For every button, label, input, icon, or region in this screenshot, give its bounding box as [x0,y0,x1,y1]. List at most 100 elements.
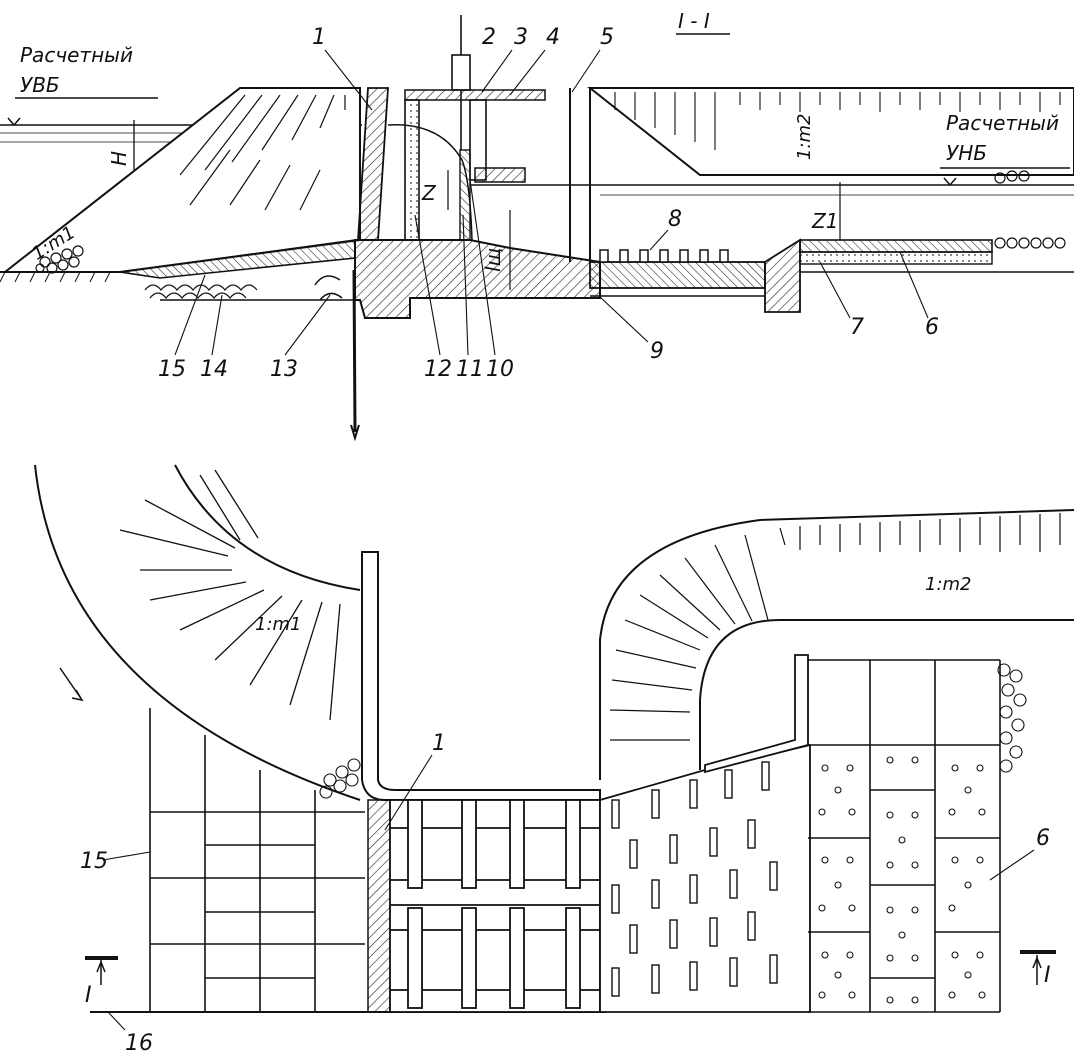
downstream-embankment-hatching [614,92,1061,150]
plan-dissipator-blocks-part [747,911,756,941]
plan-downstream-riprap-part [999,731,1013,745]
plan-leader-1 [384,754,433,831]
apron-drain-holes-part [964,971,972,979]
gate-bays-part [407,799,423,889]
upstream-level-label-2: УВБ [20,73,60,97]
apron-drain-holes-part [886,906,894,914]
ground-hatch-left-part [14,271,21,283]
downstream-cone-hatching-part [615,649,697,669]
leader-15 [174,274,206,356]
upstream-riprap-part [39,256,51,268]
leader-13 [284,294,331,356]
plan-upstream-slope-label: 1:m1 [255,614,302,635]
callout-4: 4 [546,25,560,50]
apron-drain-holes-part [846,951,854,959]
downstream-cone-hatching-part [684,557,736,625]
anchor-13 [314,275,343,301]
upstream-embankment-hatching-part [179,94,246,176]
downstream-cone-outer [599,509,1074,780]
breast-wall [474,167,526,183]
upstream-riprap-part [57,259,69,271]
plan-dissipator-blocks-part [669,834,678,864]
upstream-embankment-hatching-part [261,94,299,151]
upstream-cone-hatching-part [214,595,283,661]
downstream-cone-hatching-part [714,544,753,622]
upstream-cone-hatching-part [214,469,259,539]
gate-bays-part [461,799,477,889]
upstream-embankment-hatching-part [229,159,261,206]
callout-12: 12 [424,357,452,382]
upstream-embankment-hatching-part [231,94,281,163]
apron-drain-holes-part [848,904,856,912]
upstream-apron-slabs-15 [149,708,365,1012]
downstream-cone-hatching-part [639,594,709,639]
upstream-cone-hatching-part [289,601,323,706]
callout-6: 6 [925,315,939,340]
upstream-embankment-hatching-part [291,94,317,141]
upstream-cone-hatching [119,469,341,721]
apron-drain-holes-part [886,811,894,819]
gate-bays-part [389,799,601,1013]
callout-9: 9 [650,339,664,364]
downstream-apron-slabs-6 [808,659,1001,1013]
apron-drain-holes-part [818,808,826,816]
apron-drain-holes-part [821,856,829,864]
regulator-body [354,239,601,319]
upstream-level-marker [7,117,21,127]
service-bridge-3 [404,89,546,101]
apron-drain-holes-part [898,931,906,939]
downstream-wing-wall [704,654,809,774]
head-label: H [107,151,131,166]
plan-dissipator-blocks-part [761,761,770,791]
apron-drain-holes-part [834,881,842,889]
downstream-cone-inner [699,619,1074,770]
upstream-riprap-part [50,252,62,264]
downstream-riprap-part [1018,170,1030,182]
sheet-pile-tip [350,424,360,442]
downstream-slope-label: 1:m2 [794,113,815,160]
callout-14: 14 [200,357,228,382]
apron-drain-holes-part [948,991,956,999]
plan-dissipator-blocks-part [747,819,756,849]
cut-marker-right-label: I [1044,963,1051,988]
apron-drain-holes-part [951,764,959,772]
ground-hatch-left-part [89,271,96,283]
section-title: I - I [678,9,710,33]
pier-wall [404,99,420,241]
apron-drain-holes-part [964,786,972,794]
apron-drain-holes-part [818,991,826,999]
upstream-cone-hatching-part [179,589,265,631]
plan-dissipator-blocks-part [651,879,660,909]
leader-4 [509,49,546,96]
ground-hatch-left-part [59,271,66,283]
downstream-riprap-part [1018,237,1030,249]
apron-drain-holes-part [911,861,919,869]
filter-layer-7 [799,251,993,265]
leader-11 [462,214,469,356]
apron-drain-holes-part [818,904,826,912]
apron-drain-holes [818,756,986,1004]
upstream-cone-hatching-part [329,603,341,721]
upstream-cone-hatching-part [249,599,303,686]
plan-grille-1 [367,799,391,1013]
plan-dissipator-blocks-part [611,799,620,829]
downstream-level-label-1: Расчетный [946,111,1059,135]
downstream-riprap-part [1030,237,1042,249]
gate-bays [389,799,601,1013]
cut-marker-left-label: I [85,983,92,1008]
apron-drain-holes-part [976,856,984,864]
plan-downstream-riprap-part [1009,745,1023,759]
plan-view: 1:m1 [34,464,1074,1056]
upstream-embankment-hatching-part [189,149,231,206]
upstream-riprap [35,245,84,274]
energy-dissipator-blocks-8-part [639,249,649,263]
ground-hatch-left-part [44,271,51,283]
plan-downstream-riprap-part [1009,669,1023,683]
apron-drain-holes-part [951,856,959,864]
leader-6 [899,251,929,319]
upstream-cone-outer [34,464,361,801]
cut-marker-left-part [96,959,106,973]
plan-dissipator-blocks-part [611,967,620,997]
plan-dissipator-blocks-part [769,954,778,984]
downstream-apron-6 [799,239,993,253]
